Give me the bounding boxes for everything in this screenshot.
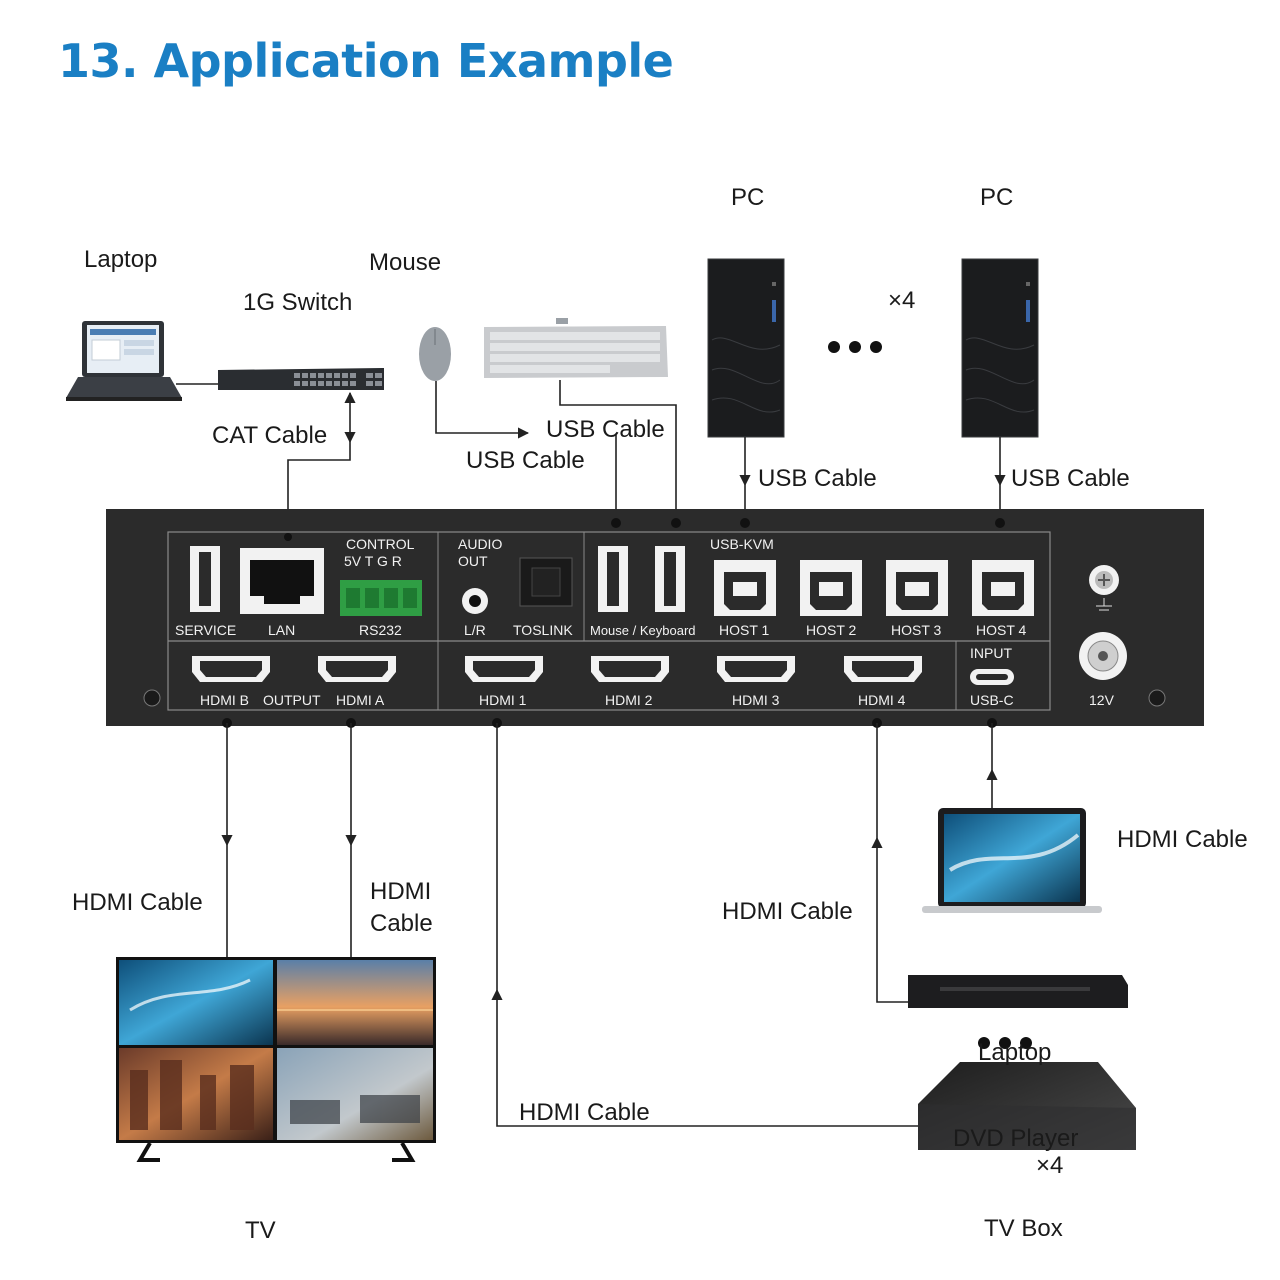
hdmi-cable-label: HDMI Cable: [72, 889, 203, 916]
dvd-player-icon: [908, 975, 1128, 1008]
mouse-icon: [419, 327, 451, 381]
panel-label: 12V: [1089, 692, 1115, 708]
kvm-matrix-rear-panel: [106, 509, 1204, 726]
panel-label: Mouse / Keyboard: [590, 623, 696, 638]
hdmi-cable-label: HDMI Cable: [722, 898, 853, 925]
cat-cable-label: CAT Cable: [212, 422, 327, 449]
laptop-icon: [66, 321, 182, 401]
panel-label: HDMI 2: [605, 692, 653, 708]
audio-jack: [462, 588, 488, 614]
panel-label: HOST 2: [806, 622, 857, 638]
panel-label: HOST 4: [976, 622, 1027, 638]
panel-label: USB-C: [970, 692, 1014, 708]
panel-label: USB-KVM: [710, 536, 774, 552]
panel-label: OUT: [458, 553, 488, 569]
hdmi-port: [192, 656, 270, 682]
hdmi-port: [465, 656, 543, 682]
multiplier-label: ×4: [888, 287, 915, 314]
hdmi-cable-label: Cable: [370, 910, 433, 937]
network-switch-icon: [218, 368, 384, 390]
hdmi-cable-label: HDMI: [370, 878, 431, 905]
panel-label: HDMI 3: [732, 692, 780, 708]
pc-tower-icon: [707, 258, 785, 438]
ellipsis-dots: [828, 341, 882, 353]
hdmi-port: [717, 656, 795, 682]
panel-label: L/R: [464, 622, 486, 638]
rs232-terminal: [340, 580, 422, 616]
panel-label: LAN: [268, 622, 295, 638]
panel-label: HDMI A: [336, 692, 385, 708]
usb-b-port: [800, 560, 862, 616]
usb-c-port: [970, 669, 1014, 685]
hdmi-port: [318, 656, 396, 682]
panel-label: HOST 1: [719, 622, 770, 638]
service-usb-port: [190, 546, 220, 612]
ellipsis-dots: [978, 1037, 1032, 1049]
usb-b-port: [886, 560, 948, 616]
panel-label: CONTROL: [346, 536, 415, 552]
panel-label: HOST 3: [891, 622, 942, 638]
hdmi-port: [844, 656, 922, 682]
ground-screw: [1089, 565, 1119, 611]
switch-label: 1G Switch: [243, 289, 352, 316]
usb-port: [655, 546, 685, 612]
panel-label: TOSLINK: [513, 622, 573, 638]
multiplier-label: ×4: [1036, 1152, 1063, 1179]
dvd-player-label: DVD Player: [953, 1125, 1078, 1152]
panel-label: HDMI 4: [858, 692, 906, 708]
panel-label: AUDIO: [458, 536, 502, 552]
cable-lines: [221, 718, 998, 1127]
laptop-label: Laptop: [84, 246, 157, 273]
panel-label: 5V T G R: [344, 553, 402, 569]
usb-b-port: [714, 560, 776, 616]
usb-port: [598, 546, 628, 612]
tv-box-label: TV Box: [984, 1215, 1063, 1242]
power-jack: [1079, 632, 1127, 680]
panel-label: HDMI 1: [479, 692, 527, 708]
hdmi-port: [591, 656, 669, 682]
usb-cable-label: USB Cable: [546, 416, 665, 443]
keyboard-icon: [484, 318, 668, 378]
panel-label: SERVICE: [175, 622, 236, 638]
panel-label: HDMI B: [200, 692, 249, 708]
laptop-icon: [922, 808, 1102, 913]
tv-box-icon: [918, 1062, 1136, 1150]
usb-cable-label: USB Cable: [1011, 465, 1130, 492]
hdmi-cable-label: HDMI Cable: [1117, 826, 1248, 853]
usb-cable-label: USB Cable: [758, 465, 877, 492]
panel-label: RS232: [359, 622, 402, 638]
mouse-label: Mouse: [369, 249, 441, 276]
panel-label: OUTPUT: [263, 692, 321, 708]
pc-label: PC: [980, 184, 1013, 211]
page-heading: 13. Application Example: [58, 34, 674, 88]
lan-port: [240, 548, 324, 614]
usb-cable-label: USB Cable: [466, 447, 585, 474]
pc-label: PC: [731, 184, 764, 211]
pc-tower-icon: [961, 258, 1039, 438]
usb-b-port: [972, 560, 1034, 616]
hdmi-cable-label: HDMI Cable: [519, 1099, 650, 1126]
toslink-port: [519, 557, 573, 607]
tv-video-wall: [116, 957, 436, 1162]
laptop-label: Laptop: [978, 1039, 1051, 1066]
tv-label: TV: [245, 1217, 276, 1244]
panel-label: INPUT: [970, 645, 1012, 661]
